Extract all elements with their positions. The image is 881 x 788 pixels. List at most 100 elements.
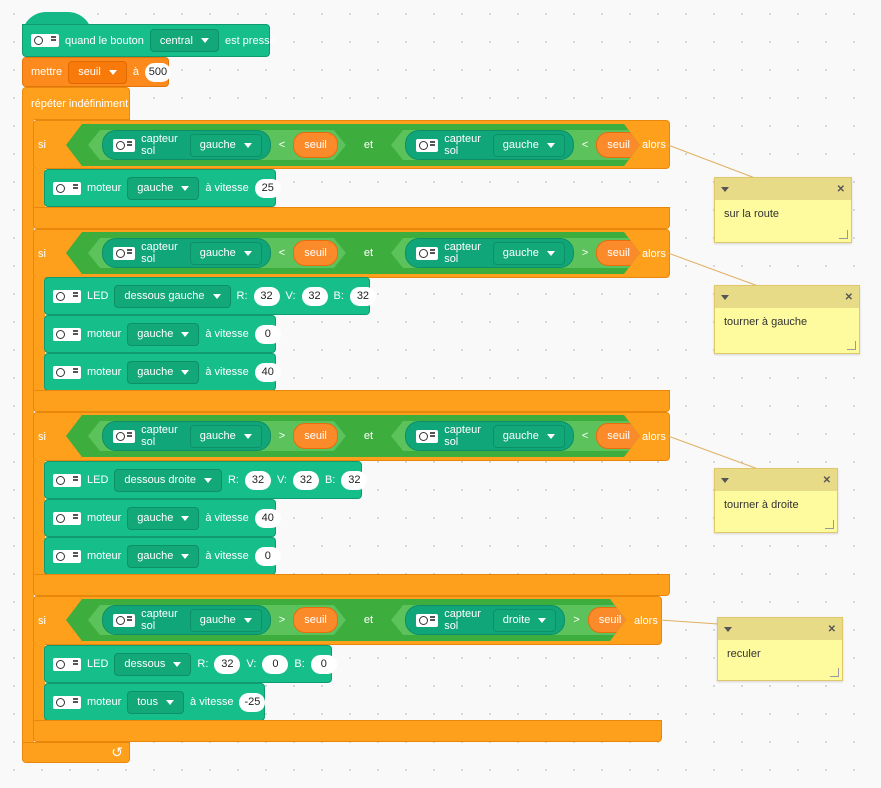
side-dropdown[interactable]: gauche (190, 609, 262, 632)
triangle-down-icon[interactable] (721, 477, 729, 483)
motor-dropdown[interactable]: gauche (127, 176, 200, 200)
seuil-variable[interactable]: seuil (293, 423, 338, 449)
b-input[interactable]: 0 (310, 654, 337, 674)
speed-input[interactable]: 40 (254, 508, 281, 528)
comment-text[interactable]: tourner à gauche (724, 316, 808, 328)
variable-dropdown[interactable]: seuil (68, 60, 127, 84)
side-dropdown[interactable]: gauche (493, 425, 565, 448)
motor-dropdown[interactable]: gauche (127, 360, 200, 384)
if-block-bottom (33, 390, 670, 412)
speed-label: à vitesse (205, 512, 249, 524)
led-dropdown[interactable]: dessous (114, 652, 192, 676)
close-x-icon[interactable]: ✕ (822, 474, 831, 486)
led-dropdown[interactable]: dessous gauche (114, 284, 231, 308)
led-dropdown[interactable]: dessous droite (114, 468, 222, 492)
g-input[interactable]: 0 (262, 654, 289, 674)
close-x-icon[interactable]: ✕ (836, 183, 845, 195)
r-input[interactable]: 32 (253, 286, 280, 306)
comment-note[interactable]: ✕ reculer (717, 617, 843, 681)
speed-input[interactable]: 40 (254, 362, 281, 382)
if-block-bottom (33, 720, 662, 742)
motor-dropdown[interactable]: tous (127, 690, 185, 714)
triangle-down-icon[interactable] (724, 626, 732, 632)
seuil-variable[interactable]: seuil (293, 240, 338, 266)
b-input[interactable]: 32 (349, 286, 376, 306)
comment-note[interactable]: ✕ sur la route (714, 177, 852, 243)
robot-camera-icon (113, 614, 135, 627)
forever-loop-bottom[interactable]: ↺ (22, 742, 130, 763)
button-dropdown[interactable]: central (149, 29, 219, 52)
side-dropdown[interactable]: gauche (190, 242, 262, 265)
speed-input[interactable]: 25 (254, 178, 281, 198)
triangle-down-icon[interactable] (721, 186, 729, 192)
resize-handle[interactable] (847, 341, 856, 350)
motor-dropdown[interactable]: gauche (127, 506, 200, 530)
sensor-reporter[interactable]: capteur sol gauche (102, 605, 271, 635)
comment-text[interactable]: sur la route (724, 208, 780, 220)
set-variable-block[interactable]: mettre seuil à 500 (22, 57, 171, 87)
speed-input[interactable]: 0 (254, 546, 281, 566)
value-input[interactable]: 500 (144, 62, 171, 82)
side-dropdown[interactable]: gauche (493, 242, 565, 265)
and-label: et (363, 247, 374, 259)
resize-handle[interactable] (825, 520, 834, 529)
side-dropdown[interactable]: gauche (190, 134, 262, 157)
seuil-variable[interactable]: seuil (293, 132, 338, 158)
motor-dropdown[interactable]: gauche (127, 322, 200, 346)
seuil-variable[interactable]: seuil (293, 607, 338, 633)
comment-note[interactable]: ✕ tourner à droite (714, 468, 838, 533)
close-x-icon[interactable]: ✕ (827, 623, 836, 635)
resize-handle[interactable] (830, 668, 839, 677)
and-label: et (363, 614, 374, 626)
g-input[interactable]: 32 (301, 286, 328, 306)
g-input[interactable]: 32 (292, 470, 319, 490)
speed-input[interactable]: 0 (254, 324, 281, 344)
comment-text[interactable]: tourner à droite (724, 499, 799, 511)
when-button-pressed-block[interactable]: quand le bouton central est pressé (22, 24, 276, 57)
close-x-icon[interactable]: ✕ (844, 291, 853, 303)
side-dropdown[interactable]: gauche (493, 134, 565, 157)
forever-loop-top[interactable]: répéter indéfiniment (22, 87, 130, 120)
r-input[interactable]: 32 (244, 470, 271, 490)
b-input[interactable]: 32 (341, 470, 368, 490)
sensor-label: capteur sol (141, 608, 178, 632)
comment-text[interactable]: reculer (727, 648, 761, 660)
if-block-arm (33, 168, 45, 208)
comment-note[interactable]: ✕ tourner à gauche (714, 285, 860, 354)
triangle-down-icon[interactable] (721, 294, 729, 300)
resize-handle[interactable] (839, 230, 848, 239)
speed-input[interactable]: -25 (239, 692, 266, 712)
side-dropdown[interactable]: droite (493, 609, 557, 632)
motor-dropdown[interactable]: gauche (127, 544, 200, 568)
side-dropdown[interactable]: gauche (190, 425, 262, 448)
r-input[interactable]: 32 (214, 654, 241, 674)
